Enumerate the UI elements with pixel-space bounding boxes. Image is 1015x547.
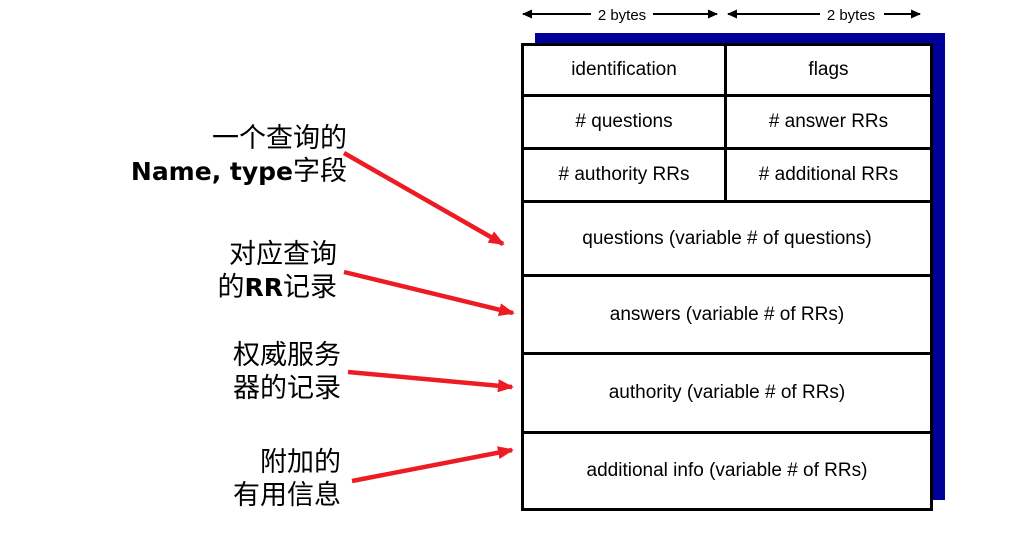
field-num-answer-rrs: # answer RRs <box>768 111 889 132</box>
annotation-additional-info: 附加的 有用信息 <box>233 446 341 512</box>
pointer-arrow-authority <box>347 369 514 393</box>
field-additional-info: additional info (variable # of RRs) <box>586 460 868 481</box>
table-row: identification flags <box>524 46 930 97</box>
byte-scale-right-label: 2 bytes <box>827 7 875 24</box>
dns-message-table: identification flags # questions # answe… <box>521 43 933 511</box>
table-row: # authority RRs # additional RRs <box>524 150 930 203</box>
annotation-authoritative-records: 权威服务 器的记录 <box>233 339 341 405</box>
field-num-questions: # questions <box>524 97 727 147</box>
annotation-line1: 对应查询 <box>229 239 337 269</box>
field-identification: identification <box>524 46 727 94</box>
annotation-cjk-text: 字段 <box>293 156 347 186</box>
annotation-line2: 有用信息 <box>233 480 341 510</box>
annotation-line1: 权威服务 <box>233 340 341 370</box>
annotation-line1: 附加的 <box>260 447 341 477</box>
annotation-rr-text: RR <box>244 273 283 302</box>
field-questions: questions (variable # of questions) <box>524 203 930 277</box>
table-row: # questions # answer RRs <box>524 97 930 150</box>
byte-scale-left-label: 2 bytes <box>598 7 646 24</box>
pointer-arrow-answers <box>343 269 515 317</box>
field-flags: flags <box>808 59 849 80</box>
byte-scale-left: 2 bytes <box>522 7 718 24</box>
annotation-line1: 一个查询的 <box>212 123 347 153</box>
annotation-cjk-text: 的 <box>217 272 245 302</box>
annotation-name-type-text: Name, type <box>130 157 293 186</box>
annotation-query-fields: 一个查询的 Name, type字段 <box>131 122 347 188</box>
field-authority: authority (variable # of RRs) <box>524 355 930 434</box>
field-answers: answers (variable # of RRs) <box>524 277 930 355</box>
annotation-line2: Name, type字段 <box>131 155 347 188</box>
byte-scale-right: 2 bytes <box>727 7 921 24</box>
pointer-arrow-additional <box>351 446 514 484</box>
annotation-rr-records: 对应查询 的RR记录 <box>217 238 337 304</box>
field-num-additional-rrs: # additional RRs <box>758 164 899 185</box>
annotation-line2: 器的记录 <box>233 373 341 403</box>
field-num-authority-rrs: # authority RRs <box>524 150 727 200</box>
annotation-cjk-text: 记录 <box>283 272 337 302</box>
pointer-arrow-questions <box>342 151 505 246</box>
annotation-line2: 的RR记录 <box>217 271 337 304</box>
